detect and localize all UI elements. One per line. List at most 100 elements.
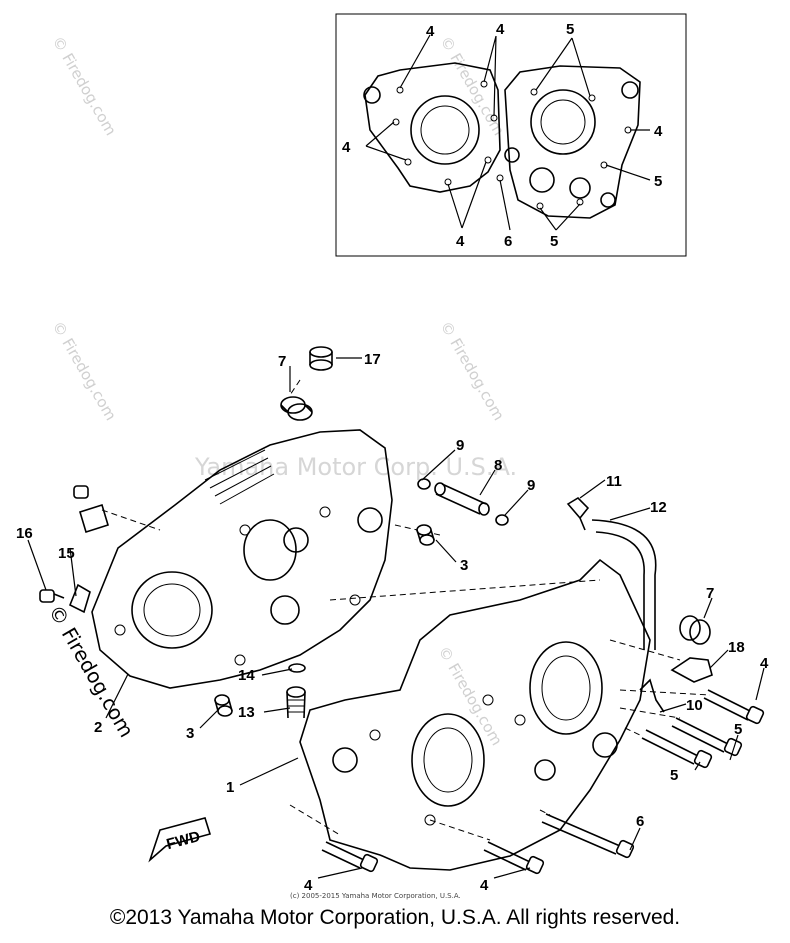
- right-case-boss: [424, 814, 436, 826]
- left-case-opening: [243, 519, 297, 581]
- right-case-boss: [482, 694, 494, 706]
- callout-6: 6: [636, 813, 644, 830]
- inset-callout-4: 4: [342, 139, 351, 156]
- callout-7: 7: [706, 585, 714, 602]
- firedog-watermark: © Firedog.com: [49, 318, 120, 424]
- clip-part-10: [639, 678, 665, 713]
- fitting-part-11: [566, 496, 590, 531]
- inset-callout-5: 5: [550, 233, 558, 250]
- right-case-bearing: [332, 747, 358, 773]
- right-case-bore: [411, 713, 485, 807]
- inset-left-case: [364, 62, 501, 193]
- inset-right-case: [504, 65, 641, 219]
- left-case-bearing: [357, 507, 383, 533]
- inset-callout-5: 5: [654, 173, 662, 190]
- inset-callout-4: 4: [496, 21, 505, 38]
- bolt-part-4: [483, 841, 545, 875]
- bolt-part-5: [641, 729, 713, 769]
- inset-frame: [335, 13, 687, 257]
- callout-3: 3: [186, 725, 194, 742]
- left-case-bore-inner: [143, 583, 201, 637]
- right-case-bearing: [592, 732, 618, 758]
- right-case-bearing: [534, 759, 556, 781]
- watermark-layer: © Firedog.com © Firedog.com © Firedog.co…: [49, 33, 518, 749]
- inset-bearing: [569, 177, 591, 199]
- callout-4: 4: [304, 877, 313, 894]
- inset-right-bore: [530, 89, 596, 155]
- bracket-part-16-top: [73, 485, 109, 534]
- clamp-part-15: [68, 583, 91, 614]
- left-case-bore: [131, 571, 213, 649]
- inset-bearing: [529, 167, 555, 193]
- left-crankcase-half: [91, 429, 393, 689]
- inset-callout-4: 4: [426, 23, 435, 40]
- bolt-part-5: [671, 717, 743, 757]
- firedog-watermark: © Firedog.com: [437, 33, 508, 139]
- alignment-lines: [101, 379, 711, 841]
- inset-callout-4: 4: [456, 233, 465, 250]
- left-case-boss: [319, 506, 331, 518]
- bushing-part-7-right: [679, 615, 711, 645]
- callout-10: 10: [686, 697, 703, 714]
- bushing-part-7-top: [280, 396, 313, 421]
- callout-11: 11: [606, 473, 622, 490]
- callout-5: 5: [670, 767, 678, 784]
- copyright-notice: ©2013 Yamaha Motor Corporation, U.S.A. A…: [109, 906, 681, 929]
- firedog-watermark: © Firedog.com: [49, 33, 120, 139]
- left-case-bearing: [283, 527, 309, 553]
- o-ring-part-9: [417, 478, 431, 490]
- dowel-part-3: [214, 694, 233, 717]
- left-crankcase-ribs: [204, 449, 275, 505]
- callout-13: 13: [238, 704, 255, 721]
- callout-12: 12: [650, 499, 667, 516]
- inset-left-bore-inner: [420, 105, 470, 155]
- callout-14: 14: [238, 667, 255, 684]
- callout-1: 1: [226, 779, 234, 796]
- callout-16: 16: [16, 525, 33, 542]
- inset-boss: [363, 86, 381, 104]
- inset-crankcase-view: 4 4 4 4 4 5 5 5 6: [335, 13, 687, 257]
- inset-boss: [621, 81, 639, 99]
- bolt-part-4: [703, 689, 765, 725]
- callout-9: 9: [456, 437, 464, 454]
- left-case-boss: [349, 594, 361, 606]
- bolt-part-4: [321, 841, 379, 873]
- inset-boss: [504, 147, 520, 163]
- callout-18: 18: [728, 639, 745, 656]
- inset-callout-5: 5: [566, 21, 574, 38]
- main-leader-lines: [27, 357, 765, 879]
- callout-4: 4: [760, 655, 769, 672]
- inset-callout-6: 6: [504, 233, 512, 250]
- callout-9: 9: [527, 477, 535, 494]
- right-case-bore-inner: [423, 727, 473, 793]
- callout-5: 5: [734, 721, 742, 738]
- left-case-bearing: [270, 595, 300, 625]
- callout-2: 2: [94, 719, 102, 736]
- left-case-boss: [114, 624, 126, 636]
- right-case-boss: [369, 729, 381, 741]
- main-exploded-view: FWD: [16, 346, 769, 894]
- washer-part-14: [288, 663, 306, 673]
- clip-part-18: [670, 657, 713, 683]
- left-case-boss: [234, 654, 246, 666]
- oil-cap-part-17: [309, 346, 333, 371]
- firedog-watermark: © Firedog.com: [437, 318, 508, 424]
- source-credit: (c) 2005-2015 Yamaha Motor Corporation, …: [290, 892, 461, 900]
- left-case-boss: [239, 524, 251, 536]
- inset-leader-lines: [365, 34, 651, 231]
- callout-4: 4: [480, 877, 489, 894]
- forward-arrow: FWD: [148, 817, 212, 863]
- o-ring-part-9: [495, 514, 509, 526]
- dowel-part-3: [416, 524, 435, 546]
- bolt-part-16: [39, 589, 65, 603]
- callout-8: 8: [494, 457, 502, 474]
- hose-part-12: [591, 519, 657, 650]
- inset-right-bore-inner: [540, 99, 586, 145]
- inset-boss: [600, 192, 616, 208]
- drain-plug-part-13: [286, 686, 306, 719]
- right-crankcase-half: [299, 558, 651, 871]
- inset-callout-4: 4: [654, 123, 663, 140]
- right-case-bore-2-inner: [541, 655, 591, 721]
- bolt-part-6: [541, 813, 635, 859]
